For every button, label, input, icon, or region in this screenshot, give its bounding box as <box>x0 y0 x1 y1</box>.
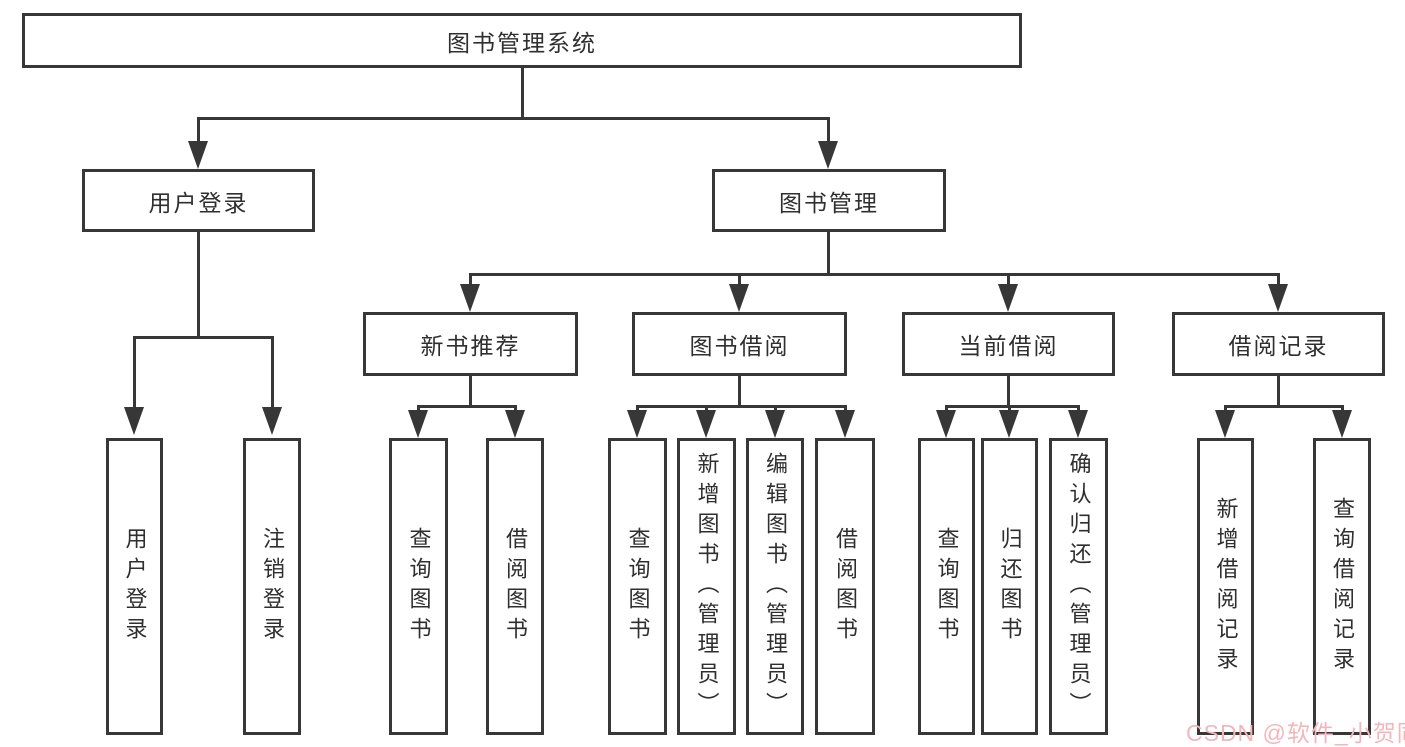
node-current-return-books: 归还图书 <box>981 438 1038 735</box>
node-borrowing-borrow-books: 借阅图书 <box>815 438 875 735</box>
arrowhead-down-icon <box>998 284 1018 312</box>
connector-stem <box>738 376 741 405</box>
connector-level2-rail <box>197 117 830 120</box>
leaf-label: 查询图书 <box>625 526 651 647</box>
arrowhead-down-icon <box>835 410 855 438</box>
connector-drop <box>738 273 741 286</box>
connector-drop <box>1277 273 1280 286</box>
node-recommend-query-books: 查询图书 <box>389 438 448 735</box>
node-user-login-leaf: 用户登录 <box>106 438 163 735</box>
node-current-confirm-return-admin: 确认归还（管理员） <box>1049 438 1108 735</box>
connector-level3-rail <box>469 273 1280 276</box>
connector-records-rail <box>1224 405 1343 408</box>
node-book-management: 图书管理 <box>712 169 946 232</box>
leaf-label: 归还图书 <box>997 526 1023 647</box>
connector-book-management-drop <box>827 117 830 143</box>
connector-drop <box>271 336 274 408</box>
arrowhead-down-icon <box>124 407 144 435</box>
connector-root-stem <box>521 68 524 117</box>
node-borrowing-add-books-admin: 新增图书（管理员） <box>677 438 736 735</box>
leaf-label: 查询借阅记录 <box>1330 496 1355 677</box>
connector-user-login-drop <box>197 117 200 143</box>
connector-user-login-rail <box>133 336 274 339</box>
leaf-label: 查询图书 <box>934 526 960 647</box>
arrowhead-down-icon <box>1332 410 1352 438</box>
connector-stem <box>1007 376 1010 405</box>
arrowhead-down-icon <box>818 141 838 169</box>
connector-drop <box>469 273 472 286</box>
node-new-book-recommend: 新书推荐 <box>363 312 578 376</box>
connector-stem <box>469 376 472 405</box>
connector-stem <box>1277 376 1280 405</box>
connector-drop <box>774 405 777 412</box>
arrowhead-down-icon <box>188 141 208 169</box>
leaf-label: 借阅图书 <box>833 526 858 647</box>
connector-recommend-rail <box>417 405 515 408</box>
arrowhead-down-icon <box>765 410 785 438</box>
arrowhead-down-icon <box>936 410 956 438</box>
arrowhead-down-icon <box>460 284 480 312</box>
node-records-query-record: 查询借阅记录 <box>1313 438 1371 735</box>
leaf-label: 用户登录 <box>122 526 148 647</box>
node-book-borrowing: 图书借阅 <box>632 312 847 376</box>
leaf-label: 确认归还（管理员） <box>1066 451 1092 722</box>
connector-drop <box>417 405 420 412</box>
arrowhead-down-icon <box>1268 284 1288 312</box>
connector-drop <box>133 336 136 408</box>
arrowhead-down-icon <box>408 410 428 438</box>
arrowhead-down-icon <box>627 410 647 438</box>
node-borrowing-records: 借阅记录 <box>1172 312 1385 376</box>
connector-drop <box>844 405 847 412</box>
connector-drop <box>514 405 517 412</box>
node-library-management-system: 图书管理系统 <box>22 13 1022 68</box>
leaf-label: 查询图书 <box>406 526 432 647</box>
node-borrowing-edit-books-admin: 编辑图书（管理员） <box>746 438 804 735</box>
connector-drop <box>1008 405 1011 412</box>
connector-drop <box>1224 405 1227 412</box>
leaf-label: 新增借阅记录 <box>1213 496 1239 677</box>
arrowhead-down-icon <box>1068 410 1088 438</box>
node-borrowing-query-books: 查询图书 <box>608 438 667 735</box>
connector-drop <box>1077 405 1080 412</box>
arrowhead-down-icon <box>696 410 716 438</box>
arrowhead-down-icon <box>262 407 282 435</box>
connector-drop <box>1341 405 1344 412</box>
node-logout-leaf: 注销登录 <box>243 438 301 735</box>
connector-user-login-stem <box>197 232 200 336</box>
leaf-label: 编辑图书（管理员） <box>763 451 788 722</box>
arrowhead-down-icon <box>505 410 525 438</box>
connector-current-rail <box>945 405 1079 408</box>
arrowhead-down-icon <box>729 284 749 312</box>
node-recommend-borrow-books: 借阅图书 <box>486 438 544 735</box>
connector-book-management-stem <box>827 232 830 273</box>
node-current-borrowing: 当前借阅 <box>902 312 1115 376</box>
connector-drop <box>636 405 639 412</box>
node-current-query-books: 查询图书 <box>918 438 975 735</box>
connector-borrowing-rail <box>636 405 846 408</box>
arrowhead-down-icon <box>1215 410 1235 438</box>
node-records-add-record: 新增借阅记录 <box>1197 438 1254 735</box>
connector-drop <box>1007 273 1010 286</box>
leaf-label: 新增图书（管理员） <box>694 451 720 722</box>
csdn-watermark: CSDN @软件_小贺同学 <box>1186 720 1405 746</box>
leaf-label: 借阅图书 <box>503 526 528 647</box>
leaf-label: 注销登录 <box>260 526 285 647</box>
connector-drop <box>705 405 708 412</box>
arrowhead-down-icon <box>999 410 1019 438</box>
connector-drop <box>945 405 948 412</box>
node-user-login: 用户登录 <box>82 169 315 232</box>
